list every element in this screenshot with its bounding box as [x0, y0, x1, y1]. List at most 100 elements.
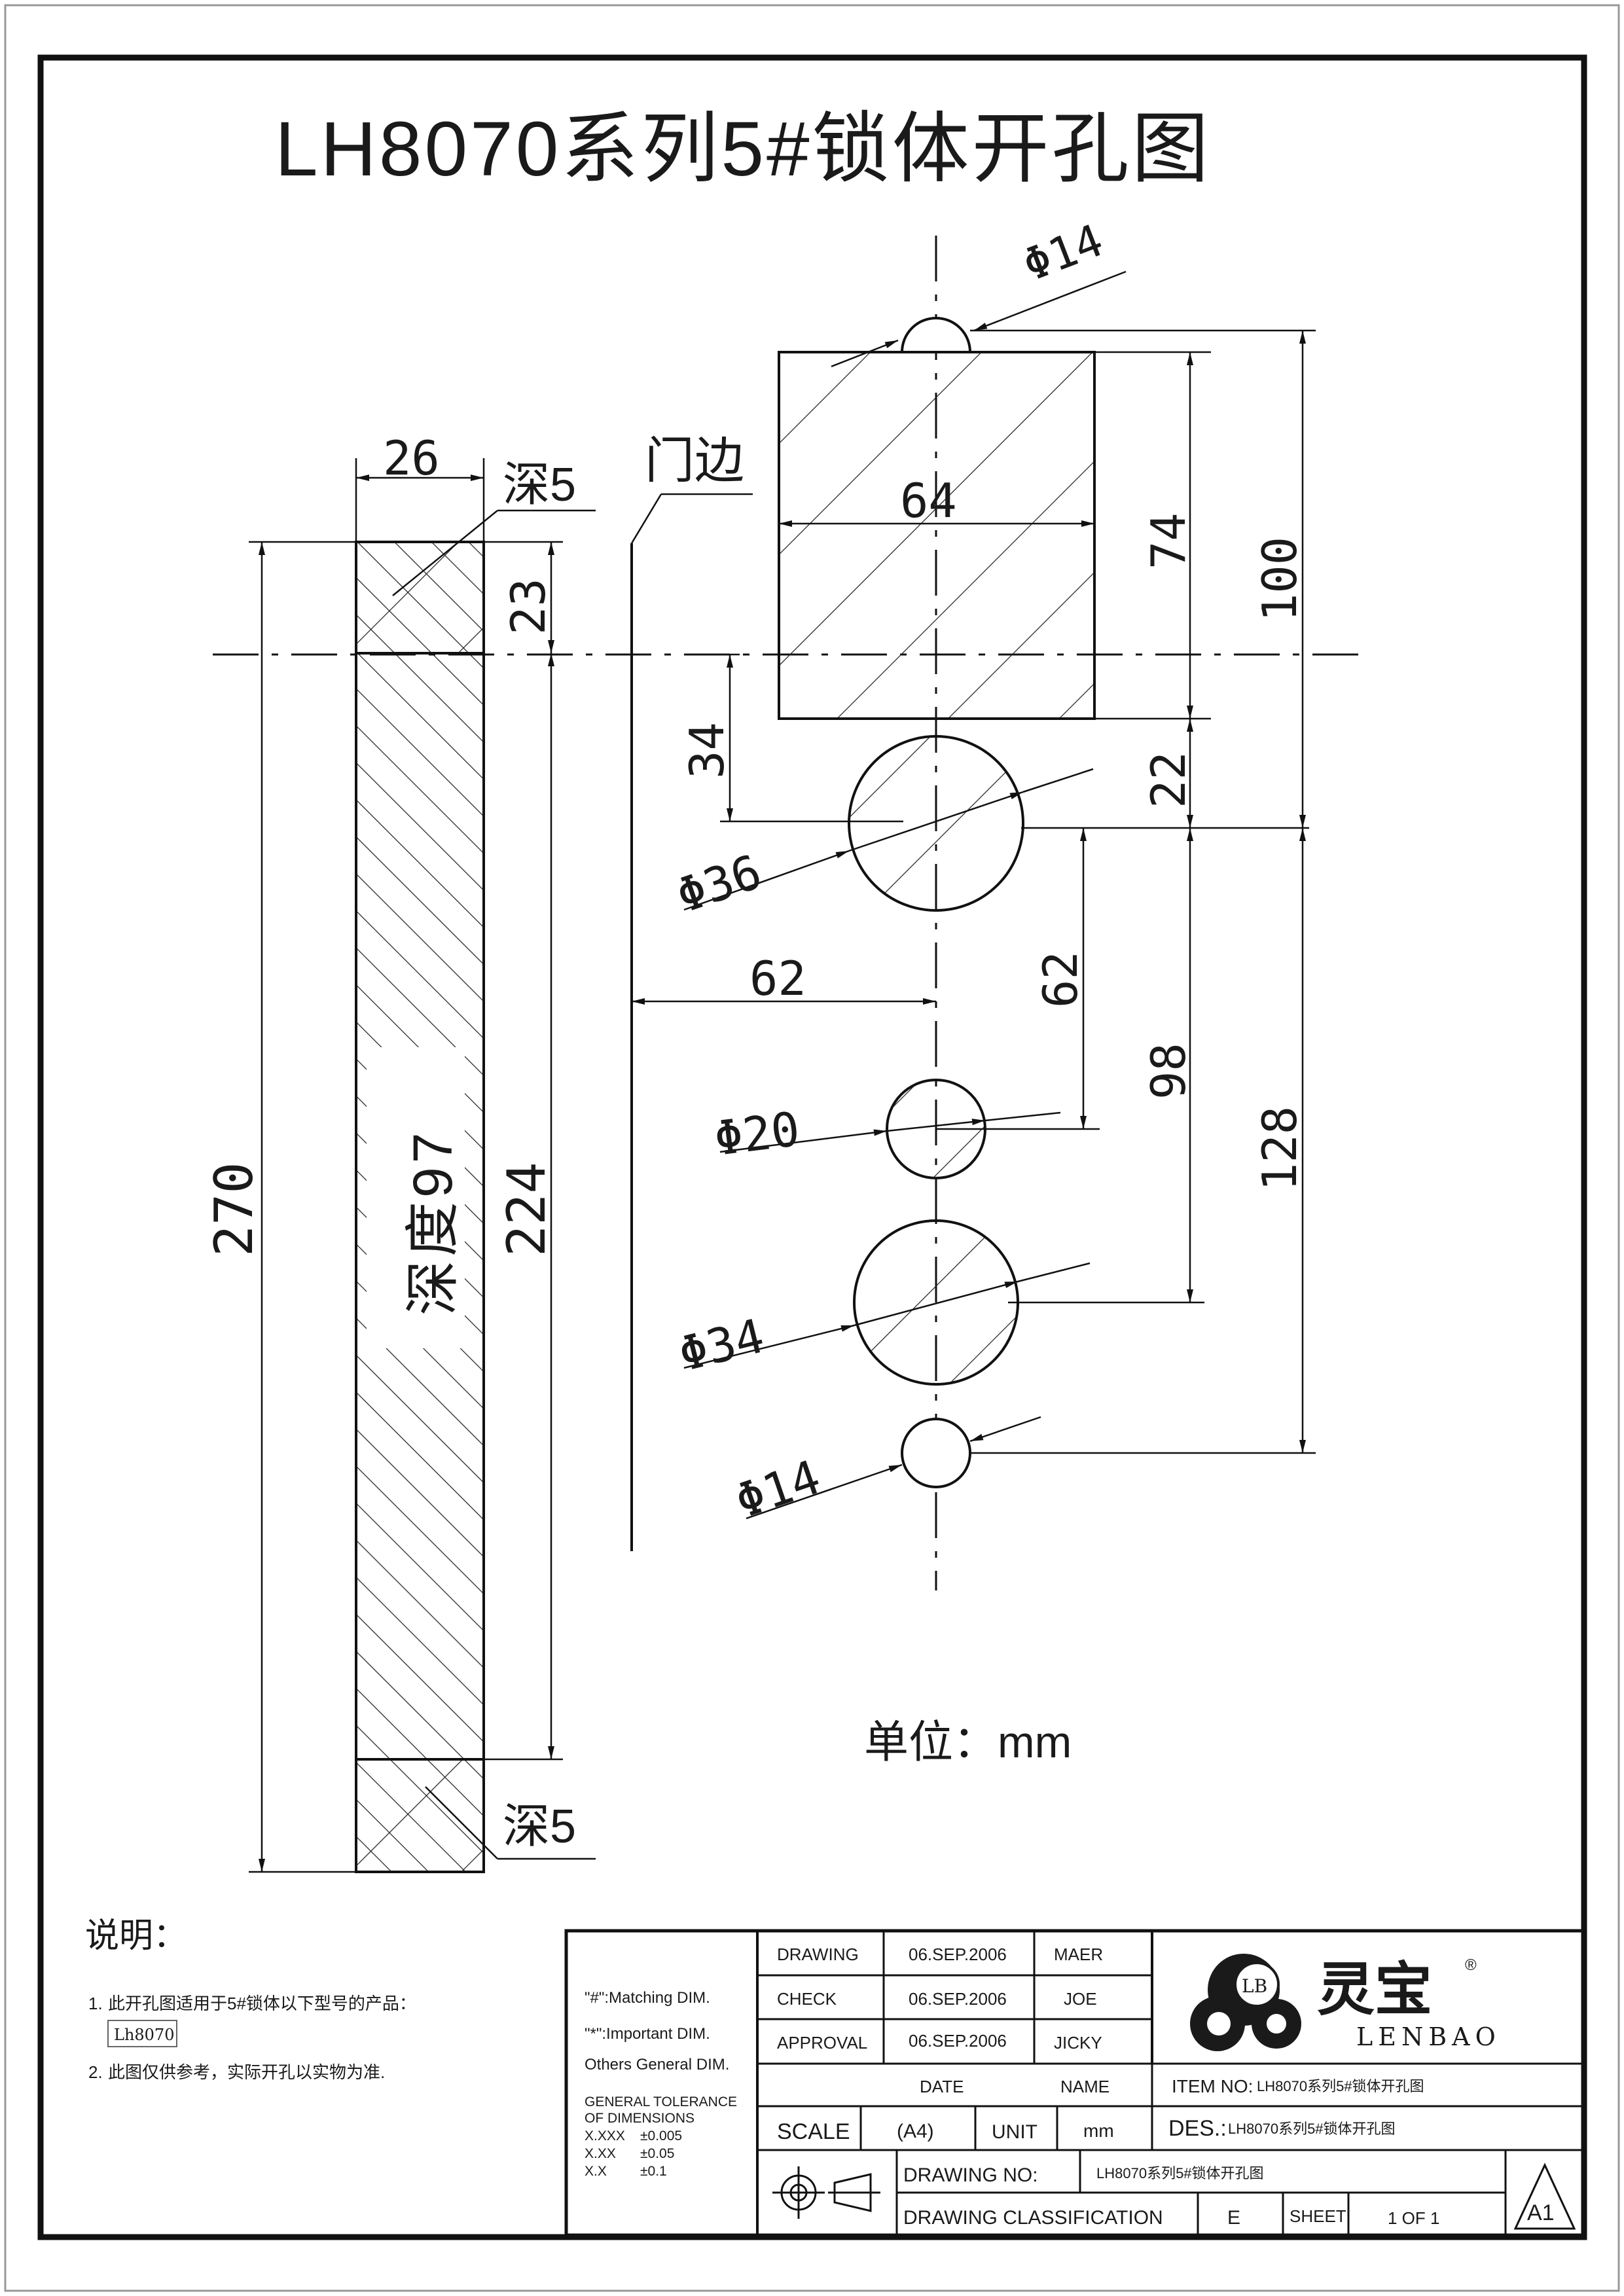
- unit-note: 单位：mm: [864, 1717, 1072, 1767]
- dim-64-label: 64: [900, 473, 957, 528]
- tolerance-1-key: X.XXX: [585, 2128, 625, 2144]
- dim-vertical-62: 62: [936, 828, 1100, 1130]
- projection-symbol-icon: [772, 2166, 880, 2219]
- note-1-text: 此开孔图适用于5#锁体以下型号的产品：: [108, 1994, 416, 2013]
- unit-value: mm: [1083, 2121, 1114, 2141]
- check-name: JOE: [1064, 1989, 1097, 2009]
- drawing-number-rows: DRAWING NO: LH8070系列5#锁体开孔图 DRAWING CLAS…: [903, 2164, 1439, 2229]
- hole-top-diameter-label: Φ14: [1017, 215, 1110, 292]
- name-header: NAME: [1060, 2077, 1110, 2096]
- sheet-value: 1 OF 1: [1388, 2208, 1439, 2228]
- hole-big-34-label: Φ34: [674, 1308, 770, 1382]
- des-value: LH8070系列5#锁体开孔图: [1228, 2121, 1396, 2137]
- dim-backset: 62: [632, 951, 936, 1006]
- dim-right-inner: 74 22: [1021, 351, 1309, 829]
- drawing-name: MAER: [1054, 1945, 1103, 1964]
- page-title: LH8070系列5#锁体开孔图: [275, 106, 1212, 192]
- item-rows: ITEM NO: LH8070系列5#锁体开孔图 SCALE (A4) UNIT…: [777, 2076, 1424, 2144]
- des-label: DES.:: [1168, 2116, 1227, 2141]
- mortise-depth-label: 深度97: [402, 1129, 463, 1316]
- tolerance-2-key: X.XX: [585, 2146, 616, 2161]
- note-2-number: 2.: [88, 2062, 103, 2082]
- note-2-text: 此图仅供参考，实际开孔以实物为准.: [108, 2062, 385, 2082]
- hole-bottom-small: Φ14: [729, 1416, 1041, 1529]
- tolerance-3-key: X.X: [585, 2164, 607, 2179]
- sheet-label: SHEET: [1290, 2206, 1346, 2226]
- bottom-depth-label: 深5: [503, 1801, 576, 1853]
- classification-label: DRAWING CLASSIFICATION: [903, 2207, 1163, 2229]
- approval-date: 06.SEP.2006: [909, 2031, 1007, 2051]
- model-box: [107, 2020, 177, 2047]
- dim-vertical-98: 98: [1008, 828, 1204, 1304]
- logo-mark: LB: [1242, 1975, 1267, 1997]
- legend-others: Others General DIM.: [585, 2056, 729, 2073]
- dim-strip-width: 26: [355, 431, 485, 543]
- legend-important: "*":Important DIM.: [585, 2025, 710, 2043]
- item-no-label: ITEM NO:: [1172, 2076, 1253, 2096]
- approval-name: JICKY: [1054, 2033, 1102, 2053]
- dim-74-label: 74: [1141, 512, 1196, 569]
- dim-62-vertical-label: 62: [1033, 951, 1088, 1008]
- dim-backset-label: 62: [749, 951, 806, 1006]
- date-header: DATE: [920, 2077, 964, 2096]
- check-label: CHECK: [777, 1989, 837, 2009]
- check-date: 06.SEP.2006: [909, 1989, 1007, 2009]
- dim-224-label: 224: [496, 1162, 557, 1257]
- tolerance-2-val: ±0.05: [640, 2146, 674, 2161]
- drawing-label: DRAWING: [777, 1945, 859, 1964]
- hole-top-small: Φ14: [831, 215, 1127, 368]
- approval-grid: DRAWING 06.SEP.2006 MAER CHECK 06.SEP.20…: [777, 1945, 1110, 2096]
- dim-270-label: 270: [204, 1162, 264, 1257]
- leader-bottom-depth: 深5: [425, 1786, 596, 1860]
- dim-100-label: 100: [1252, 537, 1307, 622]
- approval-label: APPROVAL: [777, 2033, 867, 2053]
- logo-registered: ®: [1465, 1956, 1477, 1974]
- hole-middle-20: Φ20: [712, 1079, 1061, 1179]
- outer-frame: [4, 4, 1620, 2292]
- classification-value: E: [1227, 2207, 1240, 2229]
- bolt-rectangle: 64: [778, 351, 1096, 720]
- note-1-number: 1.: [88, 1994, 103, 2013]
- dim-vertical-128: 128: [970, 828, 1316, 1454]
- unit-label: UNIT: [992, 2121, 1038, 2143]
- dim-segments: 23 224: [484, 541, 563, 1761]
- inner-frame: [37, 54, 1587, 2240]
- size-badge-label: A1: [1527, 2200, 1555, 2225]
- scale-value: (A4): [897, 2121, 934, 2142]
- dim-26-label: 26: [383, 431, 440, 486]
- dim-total-top: 100: [970, 329, 1316, 828]
- hole-bottom-diameter-label: Φ14: [729, 1449, 827, 1529]
- top-depth-label: 深5: [503, 459, 576, 511]
- hole-big-36-label: Φ36: [670, 844, 768, 924]
- scale-label: SCALE: [777, 2119, 850, 2144]
- door-edge: 门边: [630, 433, 753, 1551]
- notes-heading: 说明：: [85, 1917, 187, 1955]
- model-label: Lh8070: [114, 2026, 174, 2044]
- tolerance-title-2: OF DIMENSIONS: [585, 2111, 695, 2126]
- logo-chinese: 灵宝: [1317, 1955, 1432, 2023]
- drawing-no-label: DRAWING NO:: [903, 2164, 1038, 2186]
- legend-matching: "#":Matching DIM.: [585, 1989, 710, 2007]
- legend-column: "#":Matching DIM. "*":Important DIM. Oth…: [585, 1989, 737, 2179]
- drawing-no-value: LH8070系列5#锁体开孔图: [1096, 2165, 1264, 2181]
- title-block: [564, 1929, 1585, 2237]
- dim-128-label: 128: [1252, 1106, 1307, 1191]
- item-no-value: LH8070系列5#锁体开孔图: [1257, 2078, 1424, 2094]
- logo-english: LENBAO: [1356, 2022, 1501, 2051]
- dim-23-label: 23: [501, 578, 556, 635]
- company-logo: LB 灵宝 LENBAO ®: [1190, 1954, 1501, 2051]
- size-badge: A1: [1513, 2162, 1576, 2230]
- dim-98-label: 98: [1141, 1043, 1196, 1100]
- hole-middle-20-label: Φ20: [712, 1102, 803, 1166]
- notes-section: 说明： 1. 此开孔图适用于5#锁体以下型号的产品： Lh8070 2. 此图仅…: [85, 1917, 416, 2082]
- dim-22-label: 22: [1141, 751, 1196, 808]
- drawing-date: 06.SEP.2006: [909, 1945, 1007, 1964]
- dim-total-length: 270: [204, 541, 356, 1873]
- dim-offset-34: 34: [679, 653, 903, 823]
- leader-top-depth: 深5: [392, 459, 596, 596]
- tolerance-title-1: GENERAL TOLERANCE: [585, 2094, 737, 2109]
- tolerance-3-val: ±0.1: [640, 2164, 667, 2179]
- door-edge-label: 门边: [645, 433, 744, 489]
- faceplate-strip: [355, 541, 485, 1873]
